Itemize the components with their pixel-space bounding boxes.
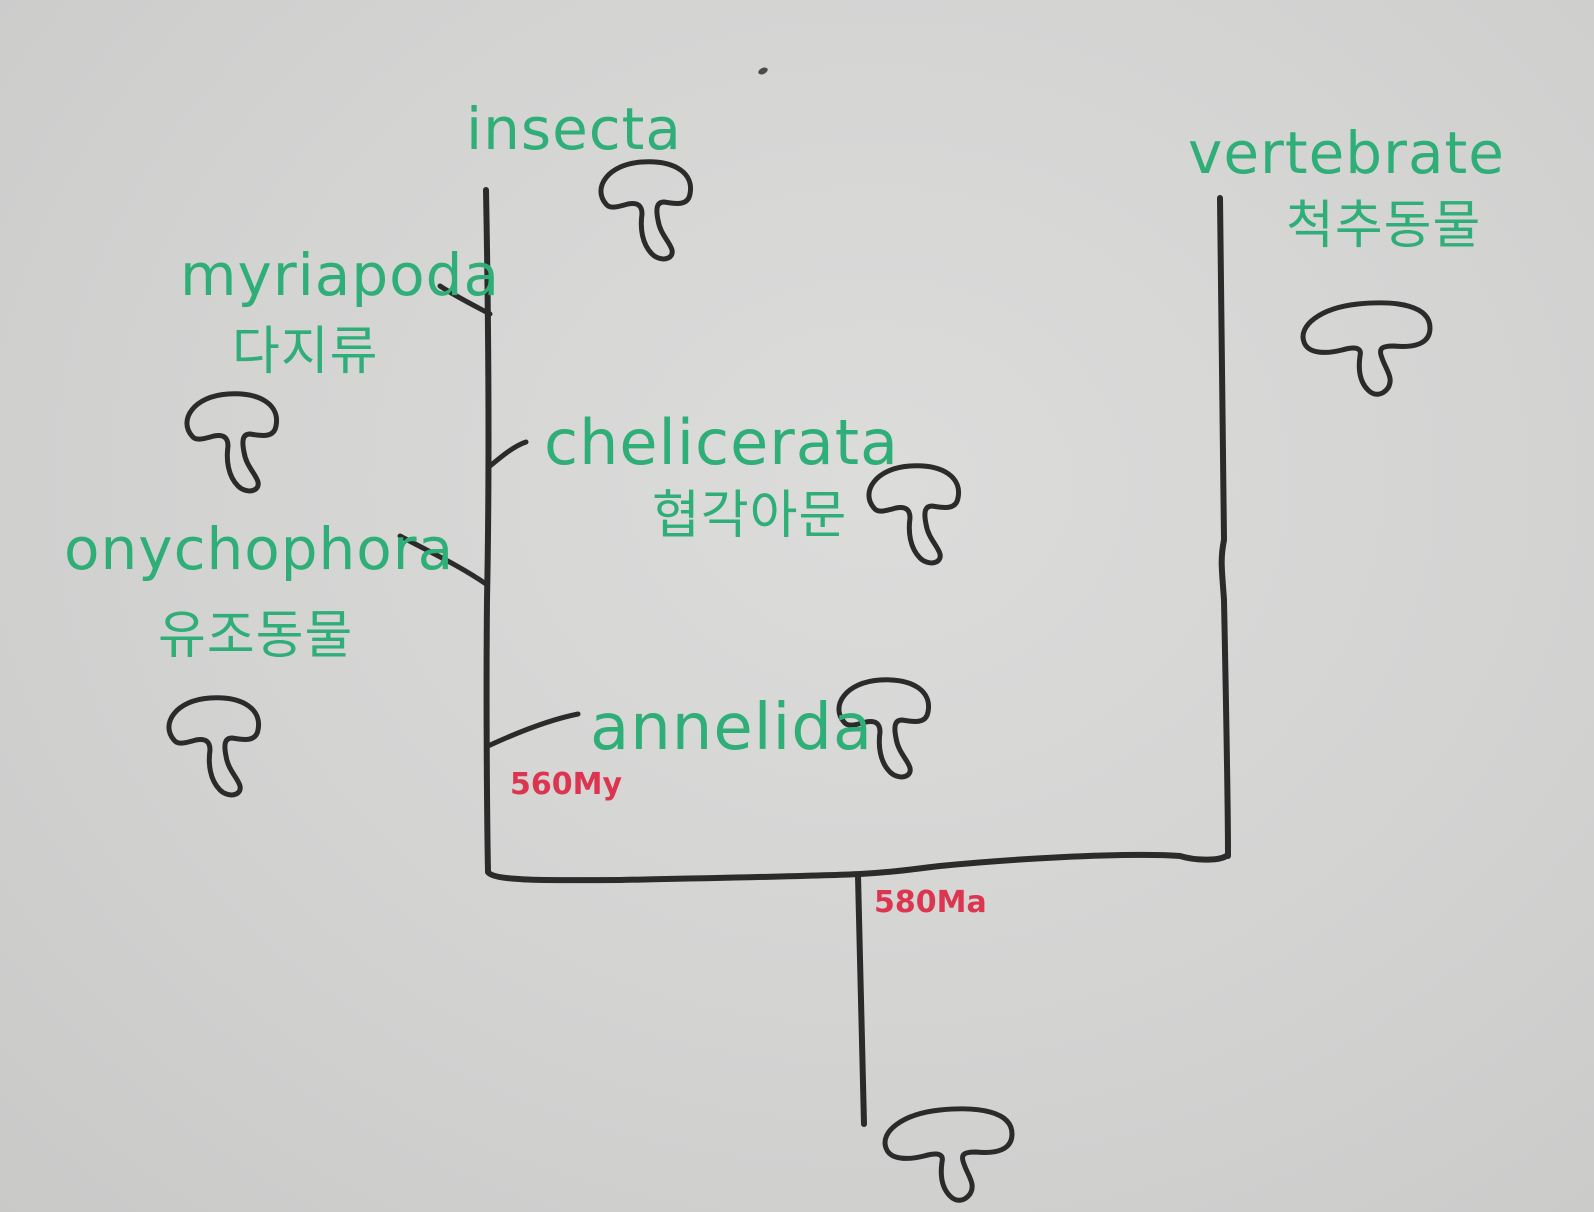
taxon-korean-myriapoda: 다지류	[232, 322, 379, 382]
marker-dot	[758, 67, 768, 75]
chelicerata-mushroom-icon	[869, 466, 959, 563]
node-time-580ma: 580Ma	[874, 885, 987, 920]
taxon-label-myriapoda: myriapoda	[180, 241, 500, 309]
crown-connector	[485, 851, 1231, 884]
taxon-label-onychophora: onychophora	[64, 515, 455, 583]
taxon-korean-onychophora: 유조동물	[158, 606, 354, 666]
taxon-label-insecta: insecta	[466, 95, 682, 163]
node-time-560my: 560My	[510, 767, 623, 802]
vertebrate-branch	[1217, 195, 1231, 859]
onychophora-mushroom-icon	[169, 698, 259, 795]
vertebrate-mushroom-icon	[1303, 303, 1430, 394]
myriapoda-branch	[437, 283, 493, 317]
annelida-branch	[485, 711, 581, 749]
taxon-label-vertebrate: vertebrate	[1188, 119, 1505, 187]
myriapoda-mushroom-icon	[187, 394, 277, 491]
taxon-label-annelida: annelida	[590, 691, 874, 765]
onychophora-branch	[397, 533, 489, 587]
root-mushroom-icon	[885, 1109, 1012, 1200]
taxon-korean-vertebrate: 척추동물	[1286, 196, 1482, 256]
taxon-label-chelicerata: chelicerata	[544, 406, 899, 479]
insecta-mushroom-icon	[601, 162, 691, 259]
taxon-korean-chelicerata: 협각아문	[652, 486, 848, 546]
root-stem	[855, 873, 867, 1127]
tree-branches	[397, 187, 1231, 1127]
chelicerata-branch	[487, 439, 529, 469]
